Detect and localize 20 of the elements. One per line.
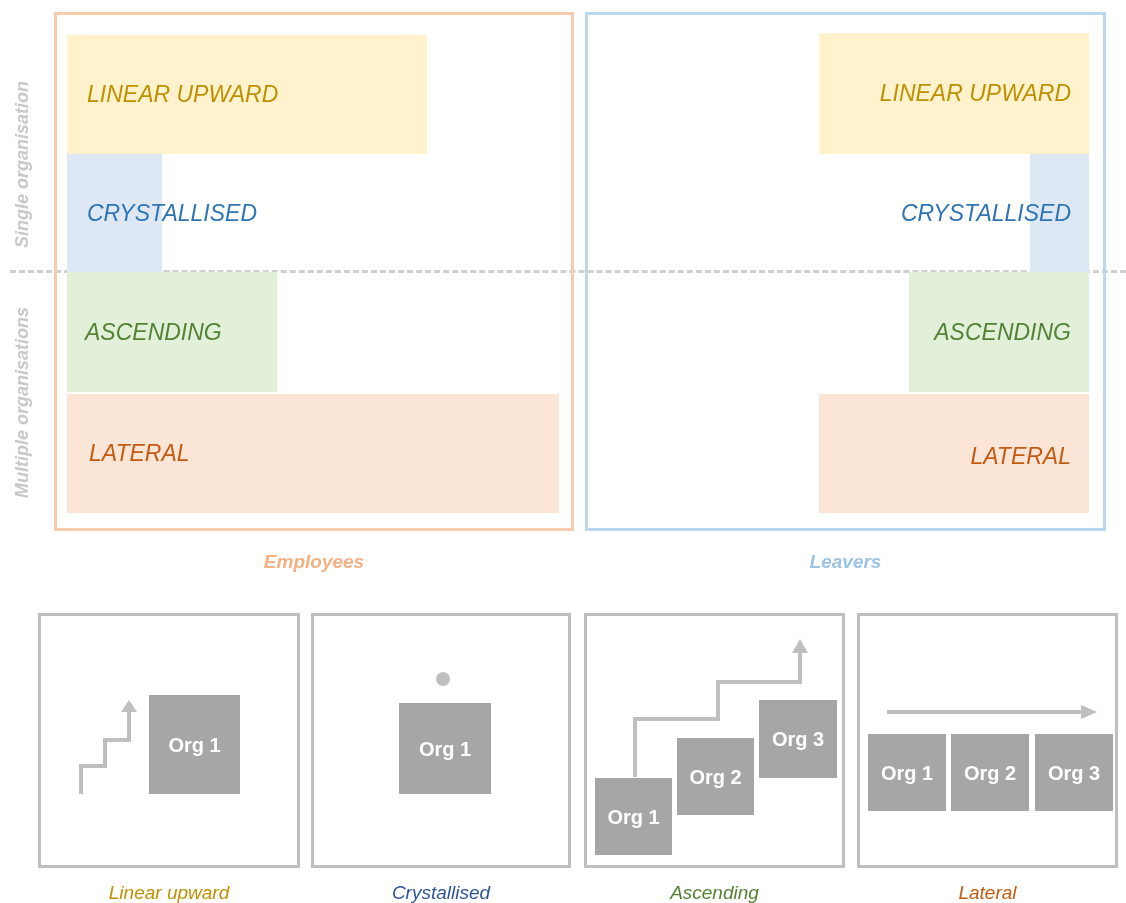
category-bar: LINEAR UPWARD [819, 33, 1089, 154]
panel-caption: Ascending [668, 881, 760, 903]
organisation-box: Org 3 [1035, 734, 1113, 811]
organisation-box: Org 3 [759, 700, 837, 778]
panel-caption: Linear upward [107, 881, 231, 903]
organisation-box: Org 2 [951, 734, 1029, 811]
panel-caption: Lateral [957, 881, 1018, 903]
organisation-box: Org 2 [677, 738, 754, 815]
organisation-box: Org 1 [149, 695, 240, 794]
panel-caption: Leavers [808, 550, 883, 574]
panel-caption: Employees [262, 550, 366, 574]
category-bar: ASCENDING [67, 272, 277, 392]
organisation-box: Org 1 [399, 703, 491, 794]
category-bar: LINEAR UPWARD [67, 35, 427, 154]
category-bar: LATERAL [819, 394, 1089, 513]
category-bar: ASCENDING [909, 272, 1089, 392]
organisation-box: Org 1 [868, 734, 946, 811]
panel-caption: Crystallised [390, 881, 492, 903]
organisation-box: Org 1 [595, 778, 672, 855]
category-bar: LATERAL [67, 394, 559, 513]
